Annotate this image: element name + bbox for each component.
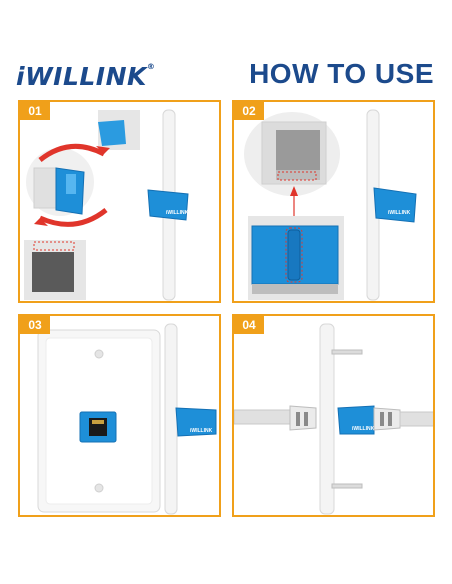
step-03-panel: iWILLINK 03 [18,314,221,517]
step-03-badge: 03 [20,316,50,334]
keystone-mark: iWILLINK [352,426,375,432]
keystone-mark: iWILLINK [166,210,189,216]
step-01-badge: 01 [20,102,50,120]
step-04-badge: 04 [234,316,264,334]
rotate-arrows-icon [34,143,110,227]
keystone-mark: iWILLINK [190,428,213,434]
brand-logo: iWILLINK® [16,62,155,91]
step-02-badge: 02 [234,102,264,120]
step-02-illustration: iWILLINK [244,109,417,301]
brand-name: iWILLINK [16,62,147,91]
step-02-panel: iWILLINK 02 [232,100,435,303]
step-01-illustration: iWILLINK [24,109,189,301]
step-04-illustration: iWILLINK [234,323,433,515]
step-03-illustration: iWILLINK [37,323,217,515]
page-title: HOW TO USE [249,58,434,89]
brand-registered-mark: ® [146,62,156,71]
step-01-panel: iWILLINK 01 [18,100,221,303]
keystone-mark: iWILLINK [388,210,411,216]
step-04-panel: iWILLINK 04 [232,314,435,517]
